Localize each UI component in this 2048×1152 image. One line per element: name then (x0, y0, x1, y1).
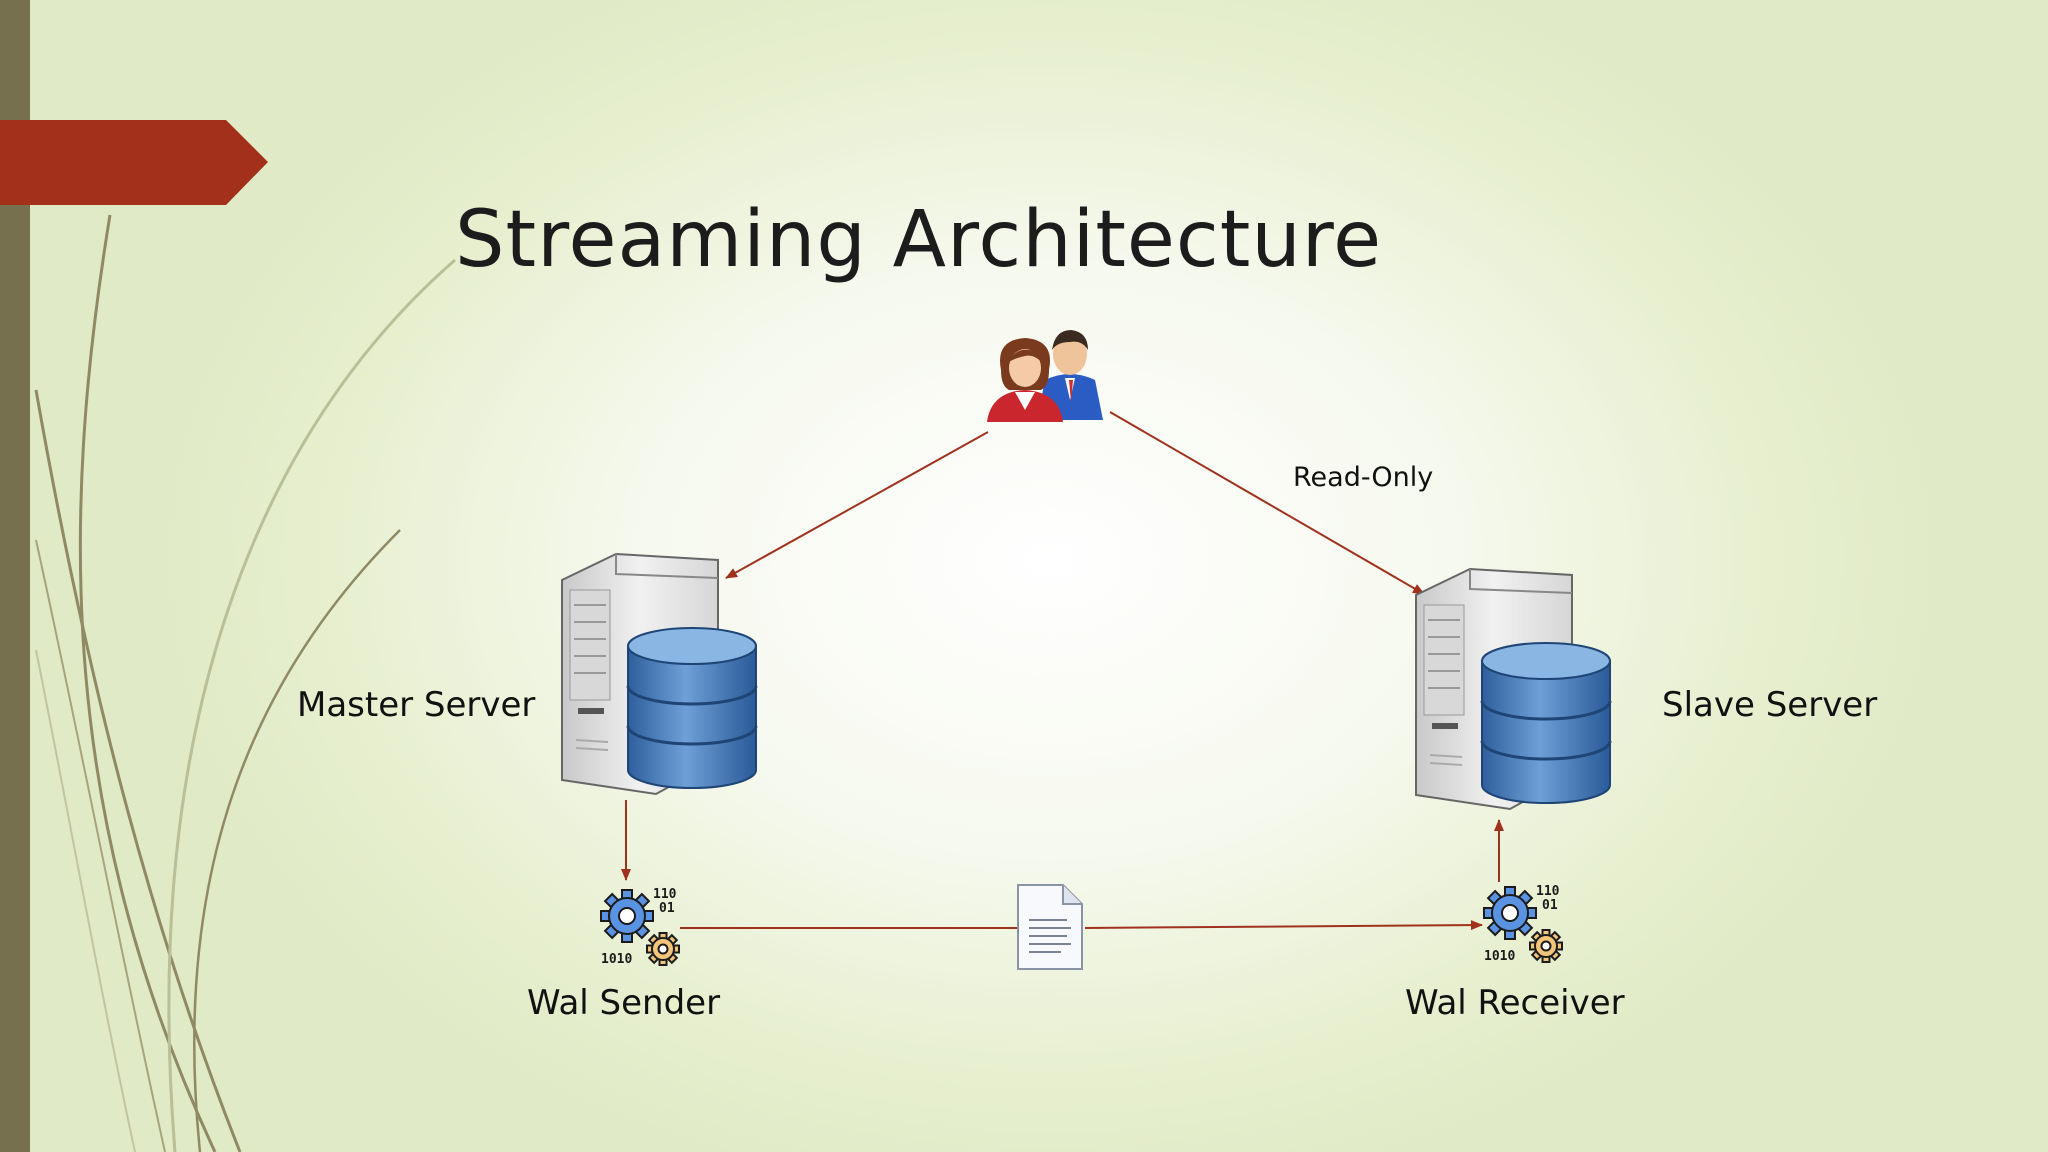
gears-binary-icon: 110 01 1010 (1483, 884, 1563, 964)
svg-text:1010: 1010 (1484, 949, 1515, 964)
slide-title: Streaming Architecture (455, 195, 1383, 285)
gears-binary-icon: 110 01 1010 (600, 887, 680, 967)
edge-users-to-slave (1109, 411, 1425, 595)
svg-text:110: 110 (1536, 884, 1560, 899)
edge-users-to-master (725, 431, 989, 579)
svg-text:01: 01 (659, 901, 675, 916)
edge-file-to-wal-receiver (1084, 920, 1483, 931)
slave-server-label: Slave Server (1662, 685, 1878, 725)
server-database-icon (1415, 567, 1612, 811)
edge-label-read-only: Read-Only (1293, 462, 1434, 493)
master-server-label: Master Server (297, 685, 536, 725)
users-icon (987, 330, 1103, 422)
svg-text:110: 110 (653, 887, 677, 902)
title-accent-flag (0, 120, 268, 205)
document-icon (1017, 884, 1083, 970)
svg-text:01: 01 (1542, 898, 1558, 913)
server-database-icon (561, 552, 758, 796)
wal-sender-label: Wal Sender (527, 983, 721, 1023)
svg-text:1010: 1010 (601, 952, 632, 967)
wal-receiver-label: Wal Receiver (1405, 983, 1625, 1023)
